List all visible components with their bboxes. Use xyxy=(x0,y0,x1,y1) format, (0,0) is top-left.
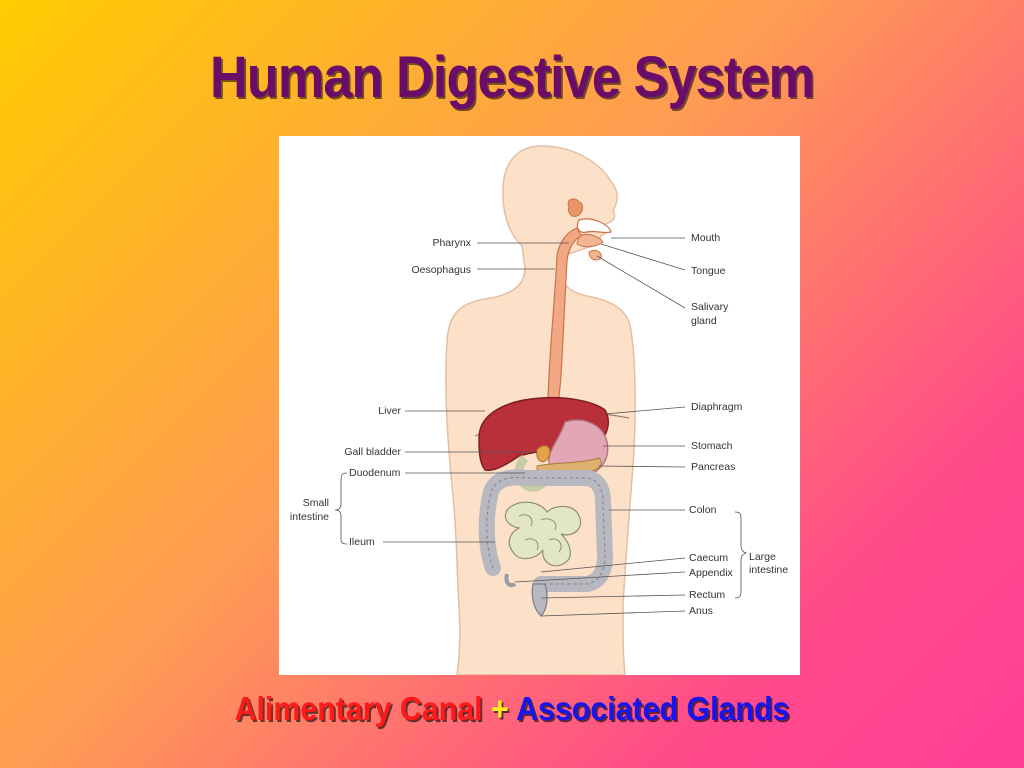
subtitle-associated-glands: Associated Glands xyxy=(516,690,790,727)
small-intestine-folds xyxy=(518,514,562,553)
label-mouth: Mouth xyxy=(691,232,720,244)
nasal-cavity xyxy=(567,198,584,217)
label-rectum: Rectum xyxy=(689,589,725,601)
label-caecum: Caecum xyxy=(689,552,728,564)
appendix-shape xyxy=(504,573,517,588)
label-small-intestine-line1: Small xyxy=(303,497,329,509)
leader-lines xyxy=(334,237,748,617)
label-salivary-line2: gland xyxy=(691,315,717,327)
label-oesophagus: Oesophagus xyxy=(411,264,471,276)
salivary-gland-shape xyxy=(588,249,602,261)
label-salivary-line1: Salivary xyxy=(691,301,729,313)
label-ileum: Ileum xyxy=(349,536,375,548)
label-large-intestine-line1: Large xyxy=(749,551,776,563)
subtitle-alimentary-canal: Alimentary Canal xyxy=(234,690,483,727)
label-anus: Anus xyxy=(689,605,713,617)
gall-bladder-shape xyxy=(536,445,551,463)
label-diaphragm: Diaphragm xyxy=(691,401,743,413)
label-pancreas: Pancreas xyxy=(691,461,735,473)
tongue-shape xyxy=(576,233,604,248)
slide-title: Human Digestive System xyxy=(210,45,815,110)
label-duodenum: Duodenum xyxy=(349,467,401,479)
label-liver: Liver xyxy=(378,405,401,417)
label-stomach: Stomach xyxy=(691,440,733,452)
large-intestine-outline xyxy=(486,477,606,585)
label-appendix: Appendix xyxy=(689,567,734,579)
subtitle-plus: + xyxy=(491,690,509,727)
label-colon: Colon xyxy=(689,504,717,516)
slide-subtitle: Alimentary Canal + Associated Glands xyxy=(41,690,983,728)
label-tongue: Tongue xyxy=(691,265,726,277)
small-intestine-shape xyxy=(504,501,582,567)
label-large-intestine-line2: intestine xyxy=(749,564,788,576)
digestive-system-diagram: Pharynx Oesophagus Liver Gall bladder Du… xyxy=(279,136,800,675)
label-small-intestine-line2: intestine xyxy=(290,511,329,523)
label-pharynx: Pharynx xyxy=(432,237,471,249)
label-gall-bladder: Gall bladder xyxy=(344,446,401,458)
